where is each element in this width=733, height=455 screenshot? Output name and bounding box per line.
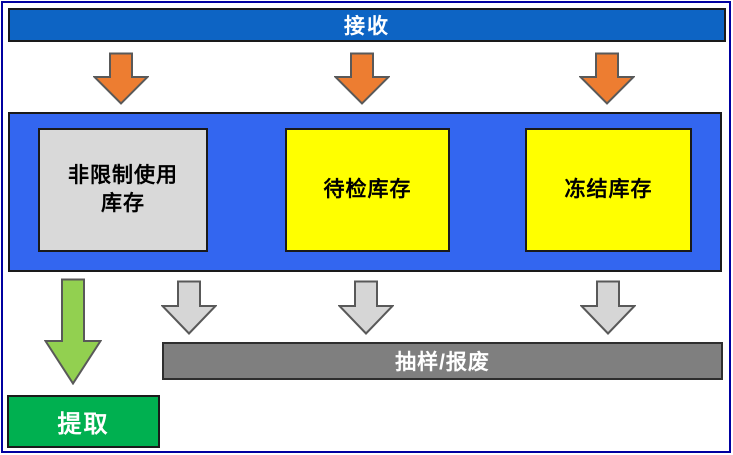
- unrestricted-stock-label: 非限制使用 库存: [68, 162, 178, 219]
- pick-box: 提取: [7, 395, 160, 448]
- down-arrow-icon: [580, 280, 636, 335]
- receive-bar: 接收: [8, 8, 726, 42]
- blocked-stock-box: 冻结库存: [525, 128, 692, 252]
- pick-label: 提取: [57, 411, 110, 438]
- sampling-scrap-bar: 抽样/报废: [162, 342, 723, 380]
- down-arrow-icon: [93, 52, 149, 105]
- down-arrow-icon: [161, 280, 217, 335]
- down-arrow-icon: [579, 52, 635, 105]
- unrestricted-stock-label-line1: 非限制使用: [68, 163, 178, 187]
- receive-bar-label: 接收: [344, 15, 390, 38]
- sampling-scrap-label: 抽样/报废: [395, 351, 490, 374]
- unrestricted-stock-label-line2: 库存: [101, 192, 145, 215]
- quality-inspection-stock-label: 待检库存: [323, 177, 412, 201]
- down-arrow-icon: [334, 52, 390, 105]
- stock-container: 非限制使用 库存 待检库存 冻结库存: [8, 112, 722, 272]
- unrestricted-stock-box: 非限制使用 库存: [38, 128, 208, 252]
- quality-inspection-stock-box: 待检库存: [285, 128, 450, 252]
- down-arrow-icon: [338, 280, 394, 335]
- blocked-stock-label: 冻结库存: [564, 177, 653, 201]
- down-arrow-icon: [44, 278, 102, 385]
